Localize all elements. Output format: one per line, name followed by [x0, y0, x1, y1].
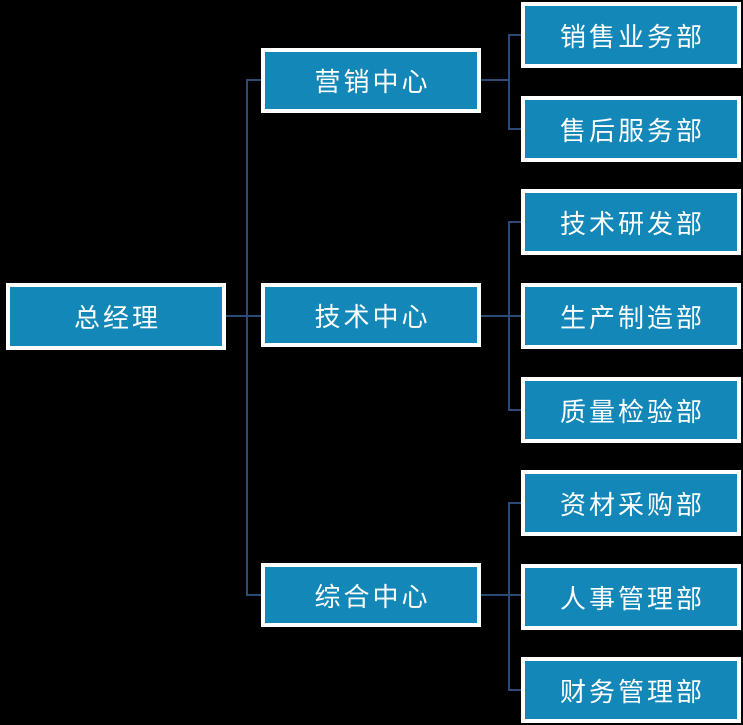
connector-technology-to-children	[479, 315, 522, 317]
connector-marketing-to-children	[479, 79, 510, 81]
node-general-affairs-center-label: 综合中心	[314, 582, 431, 613]
node-general-manager-label: 总经理	[73, 304, 161, 334]
connector-stub-procurement-dept	[508, 502, 522, 504]
connector-stub-after-sales-dept	[508, 128, 522, 130]
node-materials-procurement-dept[interactable]: 资材采购部	[521, 470, 741, 536]
node-sales-business-dept-label: 销售业务部	[559, 22, 705, 53]
node-rd-dept-label: 技术研发部	[559, 209, 705, 240]
node-materials-procurement-dept-label: 资材采购部	[559, 490, 705, 521]
node-after-sales-service-dept-label: 售后服务部	[559, 116, 705, 147]
connector-stub-general-center	[246, 594, 262, 596]
connector-trunk-marketing	[508, 35, 510, 130]
connector-trunk-general	[508, 503, 510, 691]
node-manufacturing-dept[interactable]: 生产制造部	[521, 283, 741, 349]
node-general-affairs-center[interactable]: 综合中心	[261, 563, 481, 627]
node-quality-inspection-dept[interactable]: 质量检验部	[521, 377, 741, 443]
node-rd-dept[interactable]: 技术研发部	[521, 189, 741, 255]
connector-stub-quality-dept	[508, 409, 522, 411]
node-marketing-center-label: 营销中心	[314, 68, 431, 98]
connector-trunk-centers	[246, 80, 248, 596]
node-finance-management-dept[interactable]: 财务管理部	[521, 657, 741, 723]
node-marketing-center[interactable]: 营销中心	[261, 48, 481, 113]
node-quality-inspection-dept-label: 质量检验部	[559, 397, 705, 428]
node-hr-management-dept-label: 人事管理部	[559, 584, 705, 615]
connector-root-to-centers	[225, 315, 262, 317]
connector-stub-rd-dept	[508, 221, 522, 223]
node-manufacturing-dept-label: 生产制造部	[559, 303, 705, 334]
node-general-manager[interactable]: 总经理	[6, 283, 226, 350]
node-finance-management-dept-label: 财务管理部	[559, 677, 705, 708]
node-after-sales-service-dept[interactable]: 售后服务部	[521, 96, 741, 162]
node-technology-center-label: 技术中心	[314, 302, 431, 333]
connector-general-to-children	[479, 594, 522, 596]
connector-stub-finance-dept	[508, 689, 522, 691]
node-hr-management-dept[interactable]: 人事管理部	[521, 564, 741, 630]
node-sales-business-dept[interactable]: 销售业务部	[521, 2, 741, 68]
connector-trunk-technology	[508, 222, 510, 411]
node-technology-center[interactable]: 技术中心	[261, 283, 481, 347]
connector-stub-sales-dept	[508, 34, 522, 36]
connector-stub-marketing-center	[246, 79, 262, 81]
